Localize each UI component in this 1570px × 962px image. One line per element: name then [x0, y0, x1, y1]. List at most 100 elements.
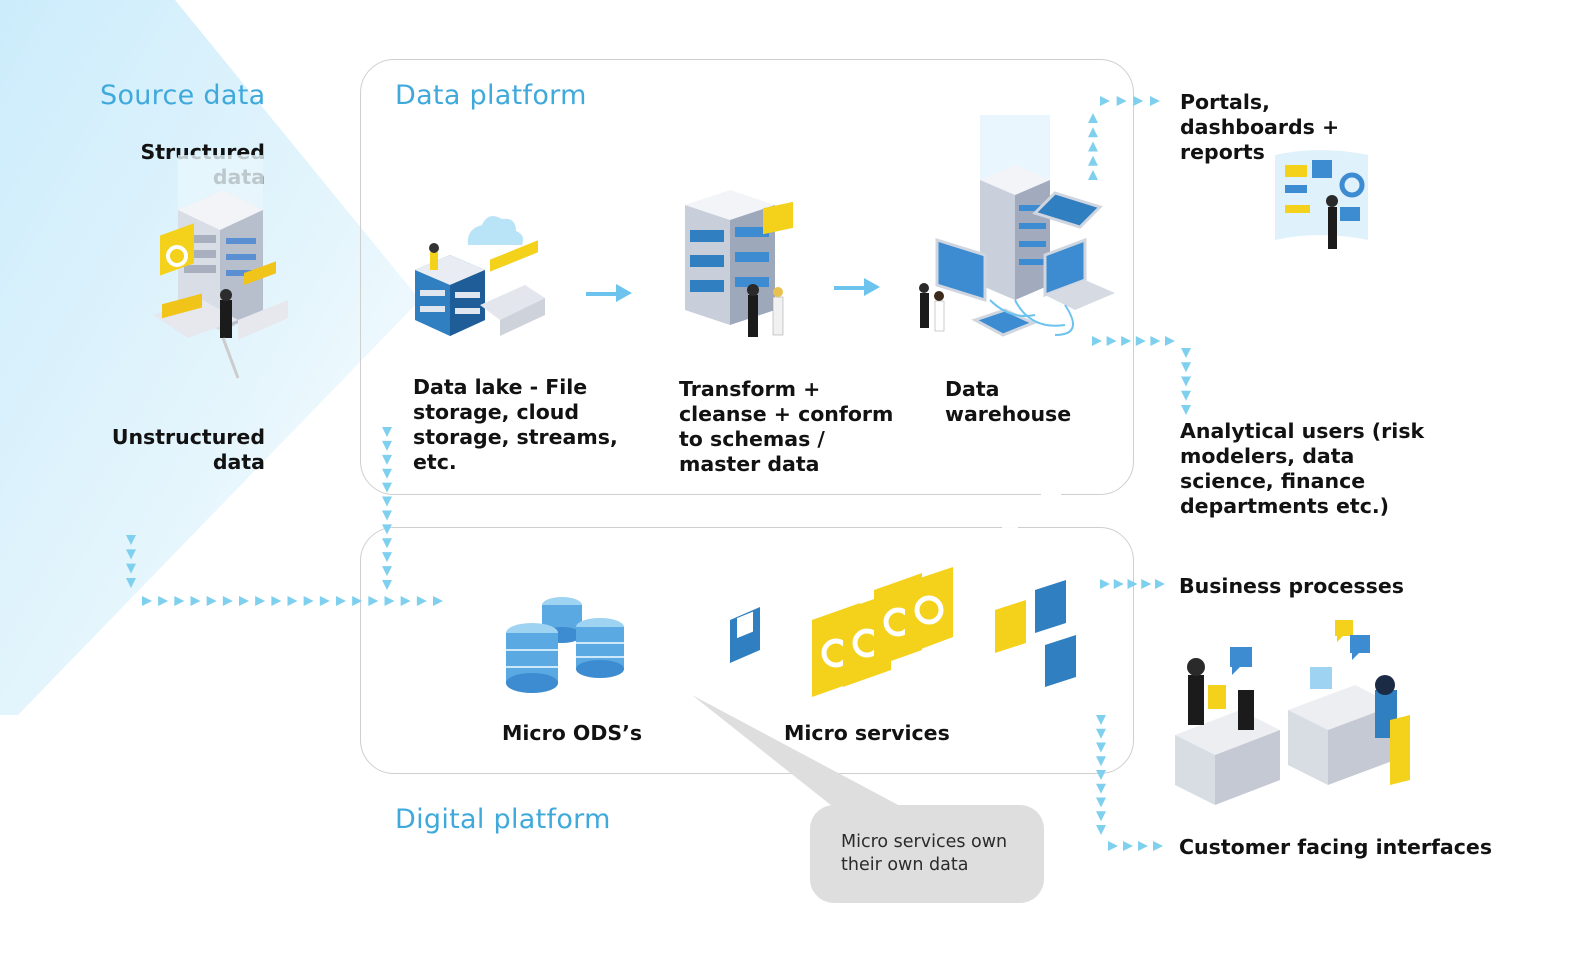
arrow-dot [1127, 579, 1138, 589]
arrow-dot [352, 596, 363, 606]
arrow-dot [1100, 96, 1110, 106]
database-icon [506, 623, 558, 693]
arrow-dot [271, 596, 282, 606]
arrow-dot [382, 427, 392, 437]
dashboard-screen-icon [1275, 150, 1368, 240]
arrow-dot [384, 596, 395, 606]
arrow-dot [433, 596, 443, 606]
arrow-dot [1096, 825, 1106, 835]
arrow-dot [1100, 579, 1110, 589]
arrow-dot [126, 535, 136, 545]
arrow-dot [1096, 742, 1106, 753]
folder-drawer-icon [153, 261, 288, 340]
arrow-dot [1135, 336, 1146, 346]
arrow-dot [1106, 336, 1117, 346]
arrow-dot [382, 468, 392, 479]
arrow-dot [1088, 113, 1098, 123]
arrow-dot [1088, 170, 1098, 180]
arrow-dot [382, 454, 392, 465]
gear-icon [812, 567, 953, 697]
data-platform-heading: Data platform [395, 80, 587, 111]
arrow-dot [126, 578, 136, 588]
arrow-dot [1108, 841, 1118, 851]
arrow-dot [400, 596, 411, 606]
unstructured-data-label: Unstructured data [111, 425, 265, 474]
transform-server-illustration [685, 190, 793, 337]
arrow-dot [368, 596, 379, 606]
arrow-dot [1113, 579, 1124, 589]
monitor-icon [935, 237, 987, 303]
transform-label: Transform + cleanse + conform to schemas… [679, 377, 894, 476]
database-icon [576, 618, 624, 678]
arrow-dot [303, 596, 314, 606]
callout-bubble: Micro services own their own data [810, 805, 1044, 903]
arrow-dot [1165, 336, 1175, 346]
arrow-dot [319, 596, 330, 606]
arrow-dot [382, 580, 392, 590]
arrow-dot [1096, 770, 1106, 780]
arrow-icon [834, 278, 880, 296]
arrow-dot [1181, 376, 1191, 387]
arrow-dot [1088, 141, 1098, 152]
data-lake-icon [415, 255, 485, 336]
arrow-dot [1096, 728, 1106, 739]
arrow-dot [142, 596, 152, 606]
arrow-dot [416, 596, 427, 606]
arrow-dot [382, 538, 392, 549]
arrow-dot [382, 482, 392, 493]
micro-ods-illustration [506, 597, 624, 693]
customer-interfaces-label: Customer facing interfaces [1179, 835, 1493, 859]
arrow-dot [206, 596, 217, 606]
data-warehouse-illustration [919, 115, 1115, 337]
analytical-users-label: Analytical users (risk modelers, data sc… [1180, 419, 1425, 518]
arrow-dot [255, 596, 266, 606]
arrow-dot [1088, 127, 1098, 138]
arrow-dot [158, 596, 169, 606]
source-server-illustration [153, 155, 288, 379]
chat-icon [1045, 539, 1076, 687]
data-platform-panel [360, 59, 1134, 495]
tablet-icon [1032, 191, 1103, 229]
micro-services-label: Micro services [784, 721, 950, 745]
arrow-dot [1181, 390, 1191, 401]
arrow-dot [382, 524, 392, 535]
arrow-dot [1092, 336, 1102, 346]
data-warehouse-icon [980, 165, 1050, 300]
arrow-dot [1155, 579, 1165, 589]
arrow-dot [239, 596, 249, 606]
data-warehouse-label: Data warehouse [945, 377, 1072, 426]
micro-services-illustration [730, 486, 1076, 697]
laptop-icon [1043, 237, 1115, 310]
arrow-dot [1123, 841, 1133, 851]
arrow-dot [382, 440, 392, 451]
arrow-dot [190, 596, 201, 606]
phone-icon [971, 308, 1037, 337]
arrow-dot [1150, 96, 1160, 106]
arrow-dot [1096, 783, 1106, 794]
arrow-dot [1150, 336, 1161, 346]
arrow-dot [1153, 841, 1163, 851]
document-icon [730, 607, 760, 663]
arrow-dot [1116, 96, 1127, 106]
arrow-dot [174, 596, 185, 606]
arrow-dot [382, 552, 392, 563]
micro-ods-label: Micro ODS’s [502, 721, 643, 745]
arrow-dot [1096, 811, 1106, 822]
arrow-dot [382, 566, 392, 577]
arrow-dot [1088, 155, 1098, 166]
digital-platform-panel [360, 527, 1134, 774]
arrow-dot [287, 596, 298, 606]
arrow-dot [1141, 579, 1152, 589]
portals-label: Portals, dashboards + reports [1180, 90, 1340, 164]
arrow-dot [222, 596, 233, 606]
portals-illustration [1275, 150, 1368, 249]
data-lake-label: Data lake - File storage, cloud storage,… [413, 375, 618, 474]
source-data-heading: Source data [100, 80, 266, 111]
transform-server-icon [685, 190, 775, 325]
arrow-dot [1133, 96, 1144, 106]
arrow-dot [1096, 715, 1106, 725]
arrow-icon [586, 284, 632, 302]
